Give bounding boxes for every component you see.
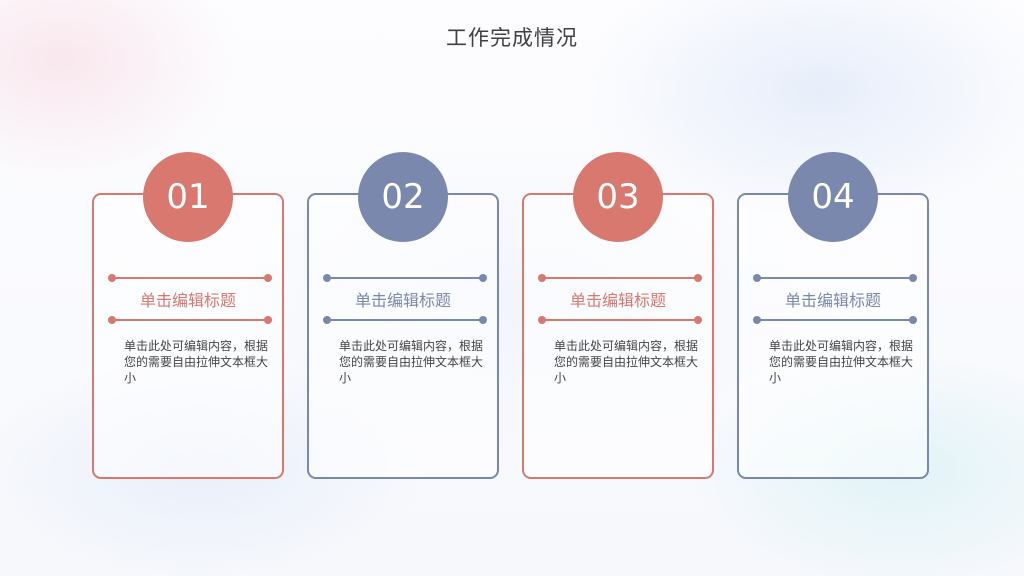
card-04[interactable]: 04 单击编辑标题 单击此处可编辑内容，根据您的需要自由拉伸文本框大小: [737, 152, 929, 479]
card-number-badge: 01: [143, 152, 233, 242]
slide-title[interactable]: 工作完成情况: [446, 26, 578, 50]
card-number-badge: 03: [573, 152, 663, 242]
divider-bottom: [538, 316, 702, 324]
card-number: 03: [596, 177, 640, 217]
card-01[interactable]: 01 单击编辑标题 单击此处可编辑内容，根据您的需要自由拉伸文本框大小: [92, 152, 284, 479]
card-heading[interactable]: 单击编辑标题: [354, 291, 451, 310]
card-body-text[interactable]: 单击此处可编辑内容，根据您的需要自由拉伸文本框大小: [124, 339, 269, 385]
card-number-badge: 02: [358, 152, 448, 242]
card-body-text[interactable]: 单击此处可编辑内容，根据您的需要自由拉伸文本框大小: [554, 339, 699, 385]
card-02[interactable]: 02 单击编辑标题 单击此处可编辑内容，根据您的需要自由拉伸文本框大小: [307, 152, 499, 479]
divider-bottom: [108, 316, 272, 324]
card-heading[interactable]: 单击编辑标题: [139, 291, 236, 310]
divider-top: [323, 274, 487, 282]
divider-top: [538, 274, 702, 282]
card-body-text[interactable]: 单击此处可编辑内容，根据您的需要自由拉伸文本框大小: [339, 339, 484, 385]
card-body-text[interactable]: 单击此处可编辑内容，根据您的需要自由拉伸文本框大小: [769, 339, 914, 385]
divider-bottom: [753, 316, 917, 324]
card-number: 01: [166, 177, 210, 217]
divider-top: [753, 274, 917, 282]
card-number: 02: [381, 177, 425, 217]
divider-bottom: [323, 316, 487, 324]
card-heading[interactable]: 单击编辑标题: [784, 291, 881, 310]
card-number: 04: [811, 177, 855, 217]
card-number-badge: 04: [788, 152, 878, 242]
divider-top: [108, 274, 272, 282]
card-03[interactable]: 03 单击编辑标题 单击此处可编辑内容，根据您的需要自由拉伸文本框大小: [522, 152, 714, 479]
card-heading[interactable]: 单击编辑标题: [569, 291, 666, 310]
